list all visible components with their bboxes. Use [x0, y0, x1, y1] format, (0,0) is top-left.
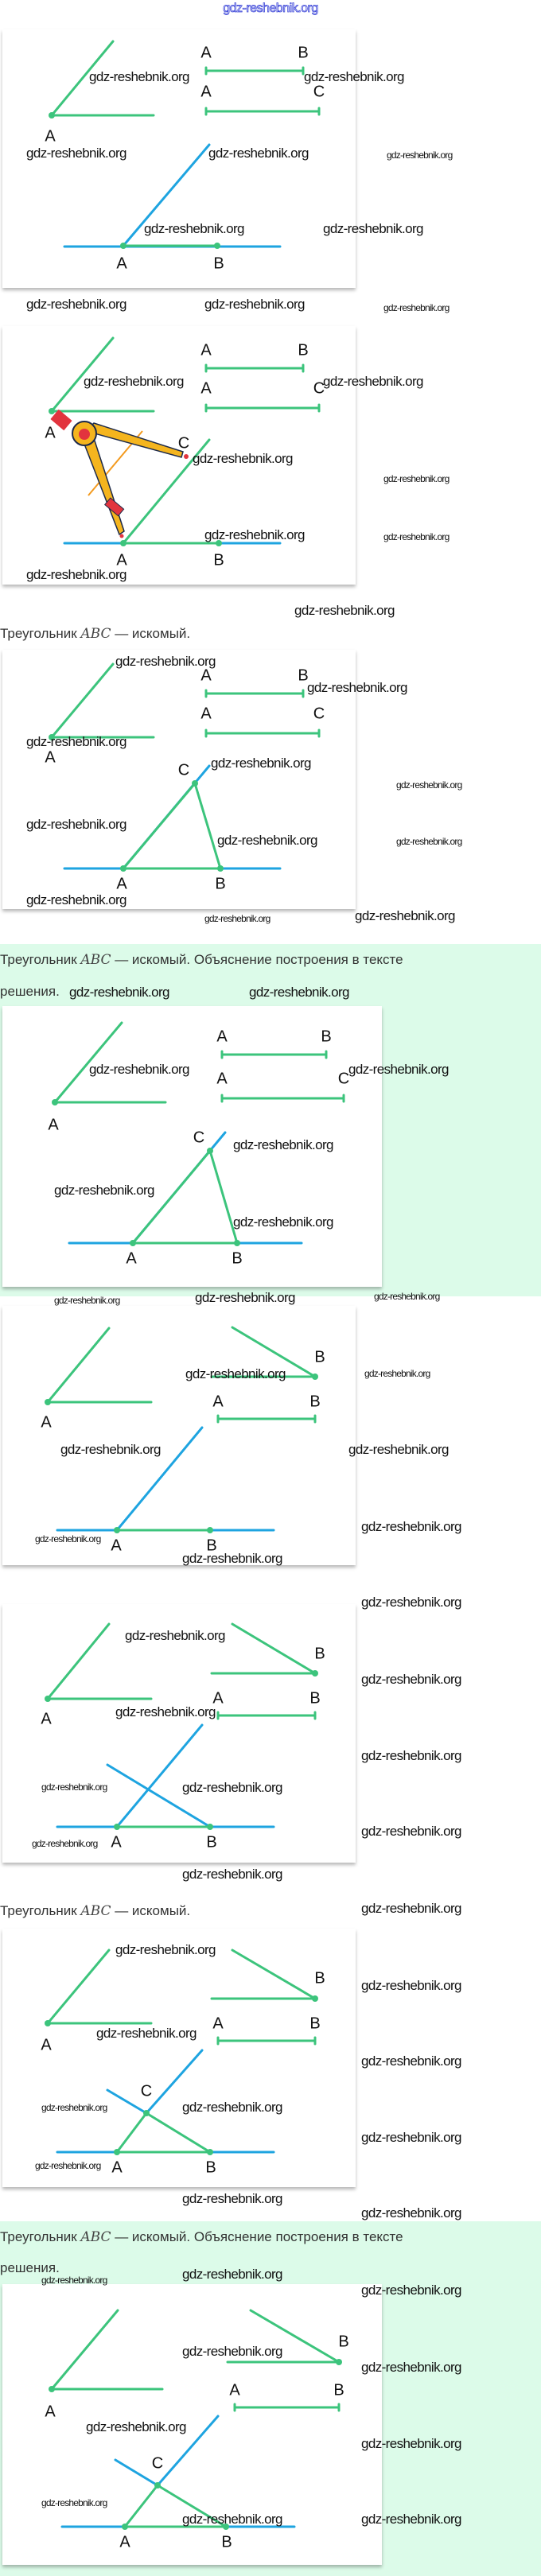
watermark-text: gdz-reshebnik.org [115, 1704, 216, 1719]
watermark-text: gdz-reshebnik.org [182, 2267, 282, 2282]
watermark-text: gdz-reshebnik.org [204, 527, 305, 542]
watermark-text: gdz-reshebnik.org [361, 2360, 461, 2375]
watermark-text: gdz-reshebnik.org [41, 2275, 107, 2286]
watermark-text: gdz-reshebnik.org [182, 1780, 282, 1795]
watermark-text: gdz-reshebnik.org [41, 2497, 107, 2508]
watermark-text: gdz-reshebnik.org [233, 1137, 333, 1152]
watermark-text: gdz-reshebnik.org [204, 913, 270, 924]
site-watermark-header: gdz-reshebnik.org [223, 2, 319, 16]
watermark-text: gdz-reshebnik.org [125, 1628, 225, 1643]
watermark-text: gdz-reshebnik.org [361, 2283, 461, 2298]
watermark-text: gdz-reshebnik.org [307, 680, 407, 695]
watermark-text: gdz-reshebnik.org [144, 221, 244, 236]
watermark-text: gdz-reshebnik.org [396, 779, 462, 791]
watermark-text: gdz-reshebnik.org [361, 2436, 461, 2451]
watermark-text: gdz-reshebnik.org [182, 1551, 282, 1566]
watermark-text: gdz-reshebnik.org [26, 567, 126, 582]
watermark-text: gdz-reshebnik.org [26, 892, 126, 907]
caption-result-line1: Треугольник ABC — искомый. Объяснение по… [0, 952, 403, 968]
watermark-text: gdz-reshebnik.org [89, 69, 189, 84]
watermark-text: gdz-reshebnik.org [361, 1519, 461, 1534]
watermark-text: gdz-reshebnik.org [185, 1366, 286, 1381]
watermark-text: gdz-reshebnik.org [361, 1824, 461, 1839]
watermark-text: gdz-reshebnik.org [86, 2419, 186, 2434]
watermark-text: gdz-reshebnik.org [294, 603, 395, 618]
caption-result2-line1: Треугольник ABC — искомый. Объяснение по… [0, 2229, 403, 2245]
watermark-text: gdz-reshebnik.org [355, 908, 455, 923]
watermark-text: gdz-reshebnik.org [84, 374, 184, 389]
watermark-text: gdz-reshebnik.org [361, 1672, 461, 1687]
watermark-text: gdz-reshebnik.org [361, 2130, 461, 2145]
watermark-text: gdz-reshebnik.org [182, 2100, 282, 2115]
watermark-text: gdz-reshebnik.org [387, 150, 453, 161]
watermark-text: gdz-reshebnik.org [361, 1978, 461, 1993]
watermark-text: gdz-reshebnik.org [26, 817, 126, 832]
watermark-text: gdz-reshebnik.org [361, 1901, 461, 1916]
watermark-text: gdz-reshebnik.org [348, 1062, 449, 1077]
watermark-text: gdz-reshebnik.org [182, 2191, 282, 2206]
caption-result2-line2: решения. [0, 2260, 60, 2275]
watermark-text: gdz-reshebnik.org [182, 1867, 282, 1882]
watermark-text: gdz-reshebnik.org [195, 1290, 295, 1305]
watermark-text: gdz-reshebnik.org [182, 2512, 282, 2527]
watermark-text: gdz-reshebnik.org [396, 836, 462, 847]
watermark-text: gdz-reshebnik.org [361, 1595, 461, 1610]
watermark-text: gdz-reshebnik.org [193, 451, 293, 466]
caption-result-line2: решения. [0, 984, 60, 999]
watermark-text: gdz-reshebnik.org [26, 146, 126, 161]
watermark-text: gdz-reshebnik.org [89, 1062, 189, 1077]
watermark-text: gdz-reshebnik.org [41, 1781, 107, 1793]
watermark-text: gdz-reshebnik.org [323, 221, 423, 236]
watermark-text: gdz-reshebnik.org [211, 756, 311, 771]
watermark-text: gdz-reshebnik.org [26, 734, 126, 749]
watermark-text: gdz-reshebnik.org [41, 2102, 107, 2113]
watermark-text: gdz-reshebnik.org [115, 1942, 216, 1957]
figure-case2-step-1 [2, 1306, 356, 1565]
watermark-text: gdz-reshebnik.org [54, 1183, 154, 1198]
watermark-text: gdz-reshebnik.org [32, 1838, 98, 1849]
watermark-text: gdz-reshebnik.org [96, 2026, 197, 2041]
watermark-text: gdz-reshebnik.org [35, 2160, 101, 2171]
watermark-text: gdz-reshebnik.org [383, 473, 450, 484]
figure-step-3-triangle [2, 650, 356, 909]
watermark-text: gdz-reshebnik.org [383, 531, 450, 542]
watermark-text: gdz-reshebnik.org [361, 1748, 461, 1763]
watermark-text: gdz-reshebnik.org [348, 1442, 449, 1457]
watermark-text: gdz-reshebnik.org [364, 1368, 430, 1379]
watermark-text: gdz-reshebnik.org [361, 2512, 461, 2527]
watermark-text: gdz-reshebnik.org [115, 654, 216, 669]
watermark-text: gdz-reshebnik.org [35, 1533, 101, 1544]
watermark-text: gdz-reshebnik.org [304, 69, 404, 84]
watermark-text: gdz-reshebnik.org [383, 302, 450, 313]
watermark-text: gdz-reshebnik.org [233, 1214, 333, 1230]
watermark-text: gdz-reshebnik.org [217, 833, 317, 848]
caption-triangle-found-2: Треугольник ABC — искомый. [0, 1903, 191, 1919]
watermark-text: gdz-reshebnik.org [361, 2205, 461, 2220]
watermark-text: gdz-reshebnik.org [26, 297, 126, 312]
watermark-text: gdz-reshebnik.org [249, 985, 349, 1000]
watermark-text: gdz-reshebnik.org [208, 146, 309, 161]
watermark-text: gdz-reshebnik.org [69, 985, 169, 1000]
watermark-text: gdz-reshebnik.org [204, 297, 305, 312]
watermark-text: gdz-reshebnik.org [60, 1442, 161, 1457]
figure-step-2-compass [2, 326, 356, 585]
figure-case2-step-3 [2, 1929, 356, 2187]
caption-triangle-found: Треугольник ABC — искомый. [0, 626, 191, 642]
watermark-text: gdz-reshebnik.org [374, 1291, 440, 1302]
watermark-text: gdz-reshebnik.org [361, 2053, 461, 2069]
watermark-text: gdz-reshebnik.org [323, 374, 423, 389]
watermark-text: gdz-reshebnik.org [182, 2344, 282, 2359]
watermark-text: gdz-reshebnik.org [54, 1295, 120, 1306]
